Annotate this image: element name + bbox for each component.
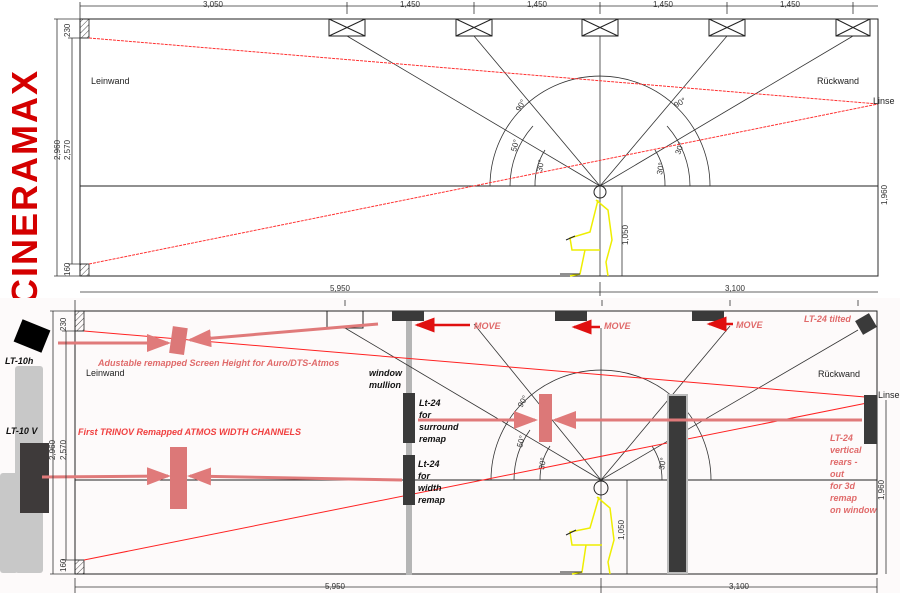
dim-bottom-1: 5,950	[330, 284, 351, 293]
dim-screen-height: 2,570	[63, 139, 72, 160]
dim-bottom-1: 5,950	[325, 582, 346, 591]
dim-total-height: 2,960	[48, 439, 57, 460]
ceiling-speakers	[328, 18, 871, 37]
move-label-3: MOVE	[736, 320, 764, 330]
angle-90-left: 90°	[514, 98, 528, 113]
width-label-3: width	[418, 483, 442, 493]
top-diagram: 3,050 1,450 1,450 1,450 1,450 90° 50° 30…	[53, 0, 895, 296]
rear-wall-label: Rückwand	[817, 76, 859, 86]
sightline-bottom	[88, 103, 879, 265]
screen-bottom-mask	[79, 263, 90, 277]
lt24-vertical-bar	[667, 394, 688, 574]
width-channels-note: First TRINOV Remapped ATMOS WIDTH CHANNE…	[78, 427, 301, 437]
dim-bottom-mask: 160	[59, 558, 68, 572]
screen-label: Leinwand	[91, 76, 130, 86]
dim-screen-height: 2,570	[59, 439, 68, 460]
width-label-4: remap	[418, 495, 446, 505]
rear-wall-label: Rückwand	[818, 369, 860, 379]
rear-note-1: LT-24	[830, 433, 853, 443]
lt10h-speaker	[13, 319, 51, 353]
phantom-width-speaker	[170, 447, 187, 509]
surround-label-1: Lt-24	[419, 398, 441, 408]
lens-label: Linse	[873, 96, 895, 106]
rear-note-5: for 3d	[830, 481, 856, 491]
lt24-width-speaker	[403, 455, 415, 505]
lt10v-label: LT-10 V	[6, 426, 38, 436]
dim-top-mask: 230	[63, 23, 72, 37]
width-label-1: Lt-24	[418, 459, 440, 469]
ear-height-dim: 1,050	[617, 519, 626, 540]
dim-top-2: 1,450	[400, 0, 421, 9]
dim-total-height: 2,960	[53, 139, 62, 160]
angle-30-left: 30°	[537, 457, 548, 470]
ear-height-dim: 1,050	[621, 224, 630, 245]
dim-top-mask: 230	[59, 317, 68, 331]
dim-lens-height: 1,960	[877, 479, 886, 500]
dim-top-4: 1,450	[653, 0, 674, 9]
angle-50-left: 50°	[515, 434, 527, 448]
phantom-surround-speaker	[539, 394, 552, 442]
screen-top-mask	[79, 18, 90, 39]
dim-bottom-2: 3,100	[729, 582, 750, 591]
move-label-1: MOVE	[474, 321, 502, 331]
rear-speaker	[864, 395, 877, 444]
move-label-2: MOVE	[604, 321, 632, 331]
wall-block-lower	[0, 473, 18, 573]
window-mullion	[406, 321, 412, 575]
angle-30-right: 30°	[655, 162, 666, 175]
angle-50-left: 50°	[509, 138, 521, 152]
mullion-label-2: mullion	[369, 380, 401, 390]
phantom-height-speaker	[169, 326, 188, 355]
mullion-label-1: window	[369, 368, 403, 378]
cineramax-logo: CINERAMAX	[4, 69, 45, 305]
rear-note-2: vertical	[830, 445, 862, 455]
ceiling-speaker-3	[692, 311, 724, 321]
lt24-surround-speaker	[403, 393, 415, 443]
screen-label: Leinwand	[86, 368, 125, 378]
angle-30-right-outer: 30°	[673, 141, 686, 155]
dim-top-1: 3,050	[203, 0, 224, 9]
bottom-diagram: 90° 50° 30° 30° 1,050	[0, 298, 900, 593]
lens-label: Linse	[878, 390, 900, 400]
lt24-tilted-speaker	[855, 313, 877, 335]
rear-note-6: remap	[830, 493, 858, 503]
dim-lens-height: 1,960	[880, 184, 889, 205]
rear-note-7: on window	[830, 505, 877, 515]
listener-figure	[560, 185, 613, 277]
surround-label-3: surround	[419, 422, 459, 432]
rear-note-4: out	[830, 469, 845, 479]
height-note: Adustable remapped Screen Height for Aur…	[97, 358, 339, 368]
dim-top-5: 1,450	[780, 0, 801, 9]
rear-note-3: rears -	[830, 457, 858, 467]
room-outline	[79, 18, 879, 277]
dim-bottom-2: 3,100	[725, 284, 746, 293]
ceiling-speaker-1	[392, 311, 424, 321]
angle-30-left: 30°	[535, 159, 546, 172]
dim-bottom-mask: 160	[63, 262, 72, 276]
dim-top-3: 1,450	[527, 0, 548, 9]
angle-30-right: 30°	[657, 457, 668, 470]
listener-figure	[560, 480, 615, 575]
width-label-2: for	[418, 471, 430, 481]
surround-label-2: for	[419, 410, 431, 420]
tilted-label: LT-24 tilted	[804, 314, 851, 324]
surround-label-4: remap	[419, 434, 447, 444]
ceiling-speaker-2	[555, 311, 587, 321]
lt10h-label: LT-10h	[5, 356, 34, 366]
